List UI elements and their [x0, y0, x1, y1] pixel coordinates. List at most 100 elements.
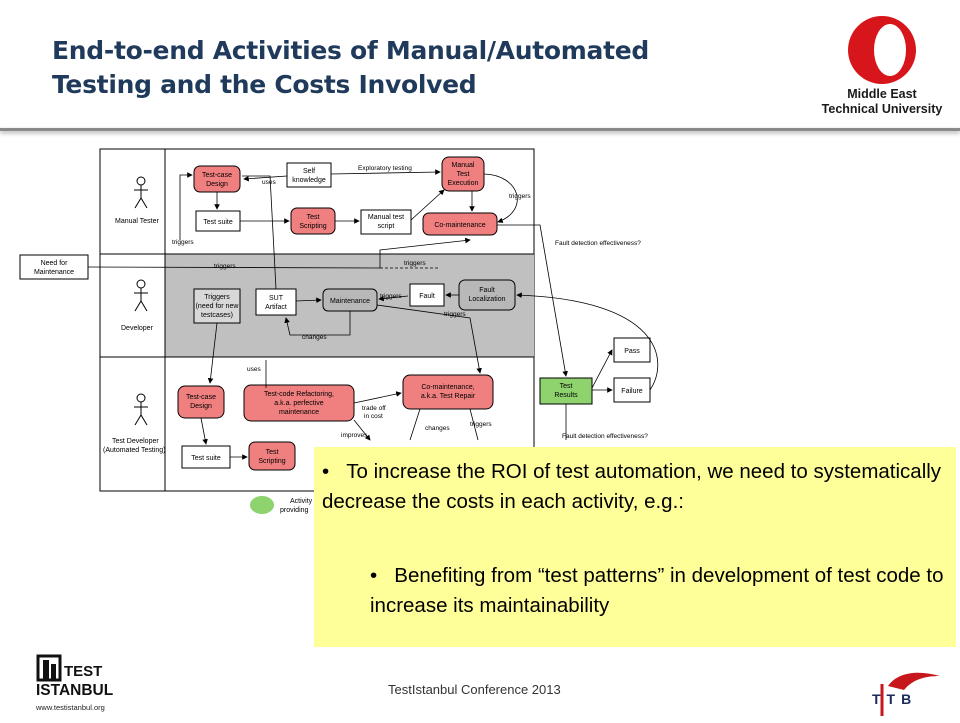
triggers-right-label: triggers — [509, 193, 531, 200]
triggers-maint-label: triggers — [214, 263, 236, 270]
changes-mid-label: changes — [302, 334, 327, 341]
pass — [613, 337, 651, 363]
fault — [409, 283, 445, 307]
co-maintenance-top — [422, 212, 498, 236]
need-for-maintenance — [19, 254, 89, 280]
refactoring-l2: a.k.a. perfective — [274, 400, 324, 407]
sut-l2: Artifact — [265, 304, 287, 311]
fde-top-label: Fault detection effectiveness? — [555, 240, 641, 247]
manual-test-script — [360, 209, 412, 235]
footer-text: TestIstanbul Conference 2013 — [388, 682, 561, 697]
test-scripting-bot-l2: Scripting — [258, 458, 285, 465]
need-maintenance-l2: Maintenance — [34, 269, 74, 276]
fault-label: Fault — [419, 293, 435, 300]
ttb-logo: TTB — [858, 660, 950, 718]
bullet-dot-2: • — [370, 564, 395, 587]
test-developer-label-2: (Automated Testing) — [103, 447, 166, 454]
co-maintenance-test-repair — [402, 374, 494, 410]
title-line-1: End-to-end Activities of Manual/Automate… — [52, 36, 649, 65]
failure — [613, 377, 651, 403]
tc-design-bot-l2: Design — [190, 403, 212, 410]
triggers-dash-label: triggers — [380, 293, 402, 300]
metu-line-2: Technical University — [822, 102, 943, 116]
test-developer-actor — [134, 393, 148, 426]
fde-bot-label: Fault detection effectiveness? — [562, 433, 648, 440]
need-maintenance-l1: Need for — [41, 260, 69, 267]
test-results-l1: Test — [560, 383, 573, 390]
triggers-bot-label: triggers — [470, 421, 492, 428]
self-knowledge — [286, 162, 332, 188]
test-scripting-bottom — [248, 441, 296, 471]
test-results-l2: Results — [554, 392, 578, 399]
triggers-new-l1: Triggers — [204, 294, 230, 301]
manual-script-l1: Manual test — [368, 214, 404, 221]
test-developer-label-1: Test Developer — [112, 438, 159, 445]
title-line-2: Testing and the Costs Involved — [52, 70, 477, 99]
legend-label-2: providing — [280, 507, 309, 514]
test-suite-top-label: Test suite — [203, 219, 233, 226]
manual-exec-l2: Test — [457, 171, 470, 178]
title-divider — [0, 128, 960, 131]
co-maint-bot-l2: a.k.a. Test Repair — [421, 393, 476, 400]
test-istanbul-logo: TEST ISTANBUL www.testistanbul.org — [30, 654, 130, 716]
triggers-new-l3: testcases) — [201, 312, 233, 319]
uses-bot-label: uses — [247, 366, 261, 373]
triggers-new-testcases — [193, 288, 241, 324]
maintenance-label: Maintenance — [330, 298, 370, 305]
roi-callout: • To increase the ROI of test automation… — [314, 447, 956, 647]
legend-swatch — [250, 496, 274, 514]
triggers-new-l2: (need for new — [196, 303, 240, 310]
test-scripting-bot-l1: Test — [266, 449, 279, 456]
pass-label: Pass — [624, 348, 640, 355]
testcase-design-top — [193, 165, 241, 193]
sut-artifact — [255, 288, 297, 316]
test-logo-word2: ISTANBUL — [36, 682, 113, 699]
slide-title: End-to-end Activities of Manual/Automate… — [52, 34, 752, 102]
tc-design-bot-l1: Test-case — [186, 394, 216, 401]
self-knowledge-l1: Self — [303, 168, 315, 175]
callout-bullet-2-text: Benefiting from “test patterns” in devel… — [370, 564, 944, 617]
test-results — [539, 377, 593, 405]
test-scripting-top — [290, 207, 336, 235]
refactoring-l1: Test-code Refactoring, — [264, 391, 334, 398]
fault-loc-l2: Localization — [469, 296, 506, 303]
tradeoff-label-1: trade off — [362, 405, 386, 412]
refactoring-l3: maintenance — [279, 409, 319, 416]
fault-localization — [458, 279, 516, 311]
sut-l1: SUT — [269, 295, 284, 302]
testcase-design-top-l1: Test-case — [202, 172, 232, 179]
uses-top-label: uses — [262, 179, 276, 186]
test-logo-word1: TEST — [64, 663, 102, 680]
test-scripting-top-l2: Scripting — [299, 223, 326, 230]
callout-bullet-1-text: To increase the ROI of test automation, … — [322, 460, 942, 513]
test-logo-url: www.testistanbul.org — [35, 703, 105, 712]
callout-bullet-1: • To increase the ROI of test automation… — [322, 457, 952, 517]
manual-tester-actor — [134, 176, 148, 209]
self-knowledge-l2: knowledge — [292, 177, 326, 184]
manual-tester-label: Manual Tester — [115, 218, 160, 225]
manual-exec-l3: Execution — [448, 180, 479, 187]
metu-line-1: Middle East — [847, 87, 917, 101]
connectors — [87, 169, 659, 460]
testcase-design-top-l2: Design — [206, 181, 228, 188]
bullet-dot-1: • — [322, 460, 347, 483]
testcase-design-bottom — [177, 385, 225, 419]
failure-label: Failure — [621, 388, 643, 395]
exploratory-label: Exploratory testing — [358, 165, 412, 172]
triggers-mid-label: triggers — [404, 260, 426, 267]
tradeoff-label-2: in cost — [364, 413, 383, 420]
improves-label: improves — [341, 432, 368, 439]
developer-label: Developer — [121, 325, 154, 332]
triggers-left-label: triggers — [172, 239, 194, 246]
changes-bot-label: changes — [425, 425, 450, 432]
legend-label-1: Activity — [290, 498, 313, 505]
triggers-fault-label: triggers — [444, 311, 466, 318]
co-maint-bot-l1: Co-maintenance, — [421, 384, 474, 391]
test-scripting-top-l1: Test — [307, 214, 320, 221]
manual-exec-l1: Manual — [452, 162, 475, 169]
manual-script-l2: script — [378, 223, 395, 230]
fault-loc-l1: Fault — [479, 287, 495, 294]
developer-actor — [134, 279, 148, 312]
co-maintenance-top-label: Co-maintenance — [434, 222, 485, 229]
